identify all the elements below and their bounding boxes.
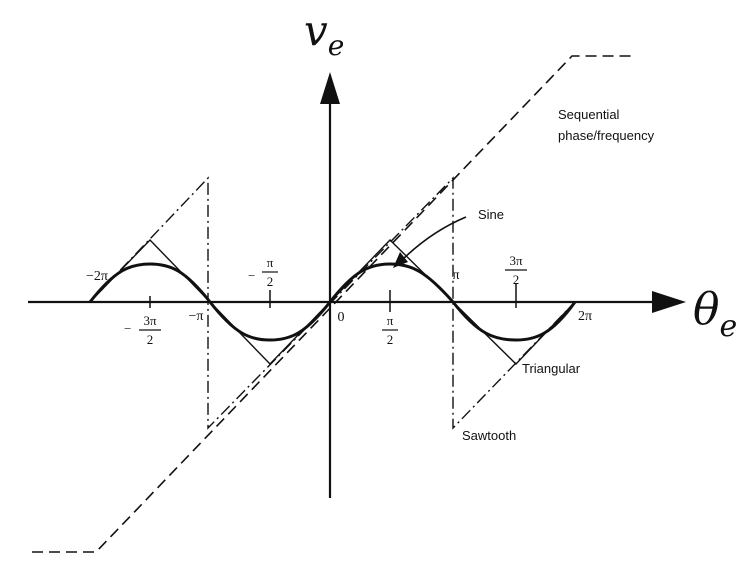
label-triangular: Triangular <box>522 361 581 376</box>
svg-text:3π: 3π <box>143 313 157 328</box>
axes <box>28 100 660 498</box>
svg-text:3π: 3π <box>509 253 523 268</box>
svg-text:−: − <box>248 268 255 283</box>
svg-text:2: 2 <box>267 274 274 289</box>
x-axis-subscript: e <box>720 309 738 344</box>
tick-label-minus-2pi: −2π <box>86 269 108 284</box>
sequential-phase-frequency-curve <box>32 55 635 553</box>
y-axis-arrowhead <box>320 72 340 104</box>
sine-pointer-arrowhead <box>393 252 408 268</box>
tick-label-minus-pi: −π <box>189 309 204 324</box>
label-sequential-line1: Sequential <box>558 107 620 122</box>
label-sawtooth: Sawtooth <box>462 428 516 443</box>
svg-text:2: 2 <box>147 332 154 347</box>
label-sine: Sine <box>478 207 504 222</box>
label-sequential-line2: phase/frequency <box>558 128 655 143</box>
tick-label-minus-pi-over-2: − π 2 <box>248 255 278 289</box>
svg-text:−: − <box>124 321 131 336</box>
tick-label-3pi-over-2: 3π 2 <box>505 253 527 287</box>
sine-curve <box>88 262 577 342</box>
tick-label-2pi: 2π <box>578 309 592 324</box>
svg-text:2: 2 <box>513 272 520 287</box>
tick-label-pi-over-2: π 2 <box>382 313 398 347</box>
svg-text:π: π <box>267 255 274 270</box>
y-axis-name: ve <box>304 6 344 62</box>
tick-label-zero: 0 <box>338 310 345 325</box>
tick-label-pi: π <box>452 268 459 283</box>
sine-pointer-line <box>399 216 467 263</box>
y-axis-subscript: e <box>328 29 345 62</box>
x-axis-name: θe <box>693 284 737 344</box>
tick-label-minus-3pi-over-2: − 3π 2 <box>124 313 161 347</box>
x-axis-arrowhead <box>652 291 686 313</box>
tick-marks <box>149 284 517 312</box>
svg-text:π: π <box>387 313 394 328</box>
svg-text:2: 2 <box>387 332 394 347</box>
